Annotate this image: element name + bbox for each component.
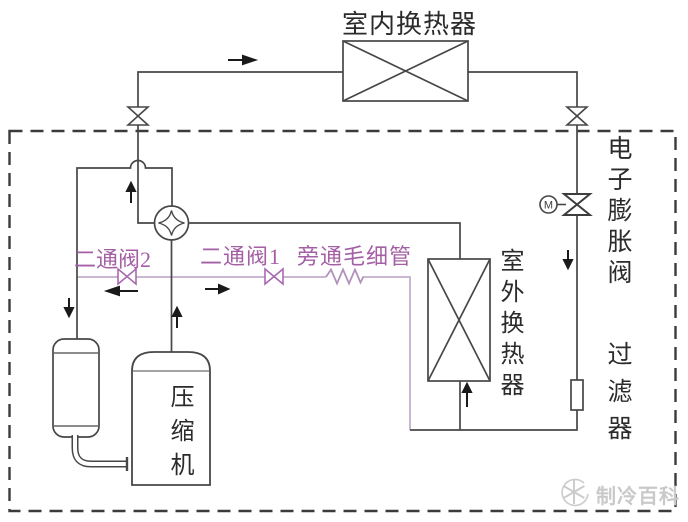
capillary-zigzag-symbol (325, 267, 365, 286)
pipe-network (76, 71, 578, 431)
four-way-valve-symbol (153, 205, 190, 241)
filter-symbol (570, 379, 584, 411)
flow-arrow-right-top (228, 54, 259, 66)
two-way-valve-2-symbol (117, 267, 137, 286)
snowflake-logo-icon (561, 478, 589, 507)
outdoor-hx-label: 室外换热器 (496, 248, 522, 403)
suction-tube (71, 435, 129, 471)
two-way-valve-1-symbol (264, 267, 284, 286)
flow-arrow-up-outdoor-hx (461, 381, 473, 407)
two-way-valve-1-label: 二通阀1 (200, 244, 282, 269)
two-way-valve-2-label: 二通阀2 (74, 247, 152, 272)
flow-arrow-up-suction (171, 305, 183, 328)
indoor-hx-symbol (342, 40, 469, 102)
compressor-label: 压缩机 (166, 384, 192, 486)
expansion-valve-label: 电子膨胀阀 (604, 135, 631, 290)
flow-arrow-left-bypass (103, 285, 138, 297)
flow-arrows (63, 54, 574, 407)
compressor-symbol (131, 351, 211, 486)
flow-arrow-up-left-valve-line (125, 180, 137, 203)
bypass-capillary-label: 旁通毛细管 (297, 244, 413, 269)
motor-letter: M (544, 200, 553, 212)
indoor-hx-label: 室内换热器 (342, 10, 478, 39)
bypass-line (77, 276, 411, 430)
motor-icon (539, 195, 558, 214)
watermark-text: 制冷百科 (596, 486, 680, 508)
expansion-valve-symbol: M (539, 193, 593, 216)
flow-arrow-down-right-line (562, 250, 574, 271)
stop-valve-right-symbol (564, 106, 590, 126)
dashed-enclosure-border (8, 129, 677, 513)
flow-arrow-right-bypass (205, 283, 231, 295)
flow-arrow-down-accumulator (63, 298, 75, 319)
outdoor-hx-symbol (427, 258, 491, 382)
stop-valve-left-symbol (125, 106, 151, 126)
filter-label: 过滤器 (604, 341, 631, 452)
accumulator-symbol (52, 338, 100, 438)
